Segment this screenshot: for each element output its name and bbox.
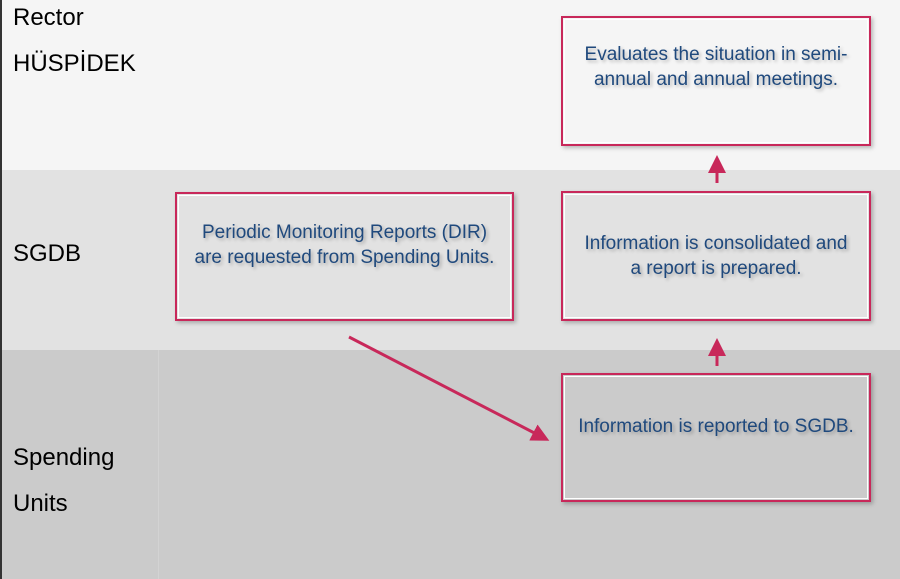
lane-label-sgdb: SGDB (13, 240, 82, 267)
box-report-to-sgdb: Information is reported to SGDB. (561, 373, 871, 502)
arrow-request-to-report (348, 335, 550, 441)
box-evaluate: Evaluates the situation in semi-annual a… (561, 16, 871, 146)
box-consolidate: Information is consolidated and a report… (561, 191, 871, 321)
lane-divider (158, 350, 159, 579)
lane-label-rector: Rector (13, 4, 84, 31)
lane-label-spending: Spending (13, 444, 115, 471)
lane-label-units: Units (13, 490, 68, 517)
box-request-reports: Periodic Monitoring Reports (DIR) are re… (175, 192, 514, 321)
lane-label-huspidek: HÜSPİDEK (13, 50, 136, 77)
lane-rector (0, 0, 900, 170)
